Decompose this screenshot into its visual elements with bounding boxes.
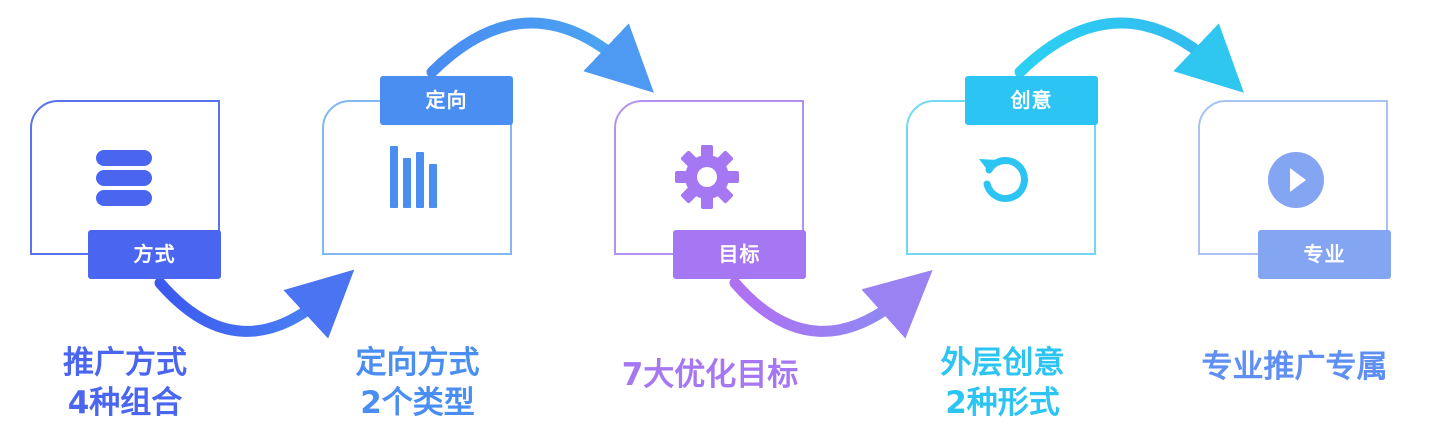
refresh-icon bbox=[979, 157, 1028, 202]
play-icon bbox=[1268, 152, 1324, 208]
bar-chart-icon bbox=[390, 146, 437, 208]
arrow-2 bbox=[426, 17, 654, 93]
step-caption-5: 专业推广专属 bbox=[1172, 347, 1417, 387]
step-badge-1: 方式 bbox=[88, 230, 221, 279]
step-caption-3: 7大优化目标 bbox=[590, 355, 830, 395]
step-caption-1-line2: 4种组合 bbox=[67, 385, 183, 421]
step-caption-1-line1: 推广方式 bbox=[63, 345, 187, 381]
step-badge-3: 目标 bbox=[673, 230, 806, 279]
gear-icon bbox=[675, 145, 739, 209]
step-caption-2: 定向方式 2个类型 bbox=[330, 343, 505, 423]
step-caption-4-line2: 2种形式 bbox=[945, 385, 1060, 421]
arrow-1 bbox=[154, 269, 355, 339]
step-badge-4: 创意 bbox=[965, 76, 1098, 125]
step-caption-5-line1: 专业推广专属 bbox=[1201, 349, 1388, 385]
step-badge-5: 专业 bbox=[1258, 230, 1391, 279]
step-caption-2-line1: 定向方式 bbox=[355, 345, 480, 381]
step-card-4 bbox=[906, 100, 1096, 255]
step-caption-4: 外层创意 2种形式 bbox=[915, 343, 1090, 423]
step-caption-3-line1: 7大优化目标 bbox=[621, 357, 799, 393]
step-caption-4-line1: 外层创意 bbox=[940, 345, 1065, 381]
database-icon bbox=[96, 150, 152, 206]
arrow-3 bbox=[729, 270, 933, 339]
step-badge-2: 定向 bbox=[380, 76, 513, 125]
step-caption-2-line2: 2个类型 bbox=[360, 385, 475, 421]
arrow-4 bbox=[1014, 17, 1244, 93]
step-caption-1: 推广方式 4种组合 bbox=[40, 343, 210, 423]
